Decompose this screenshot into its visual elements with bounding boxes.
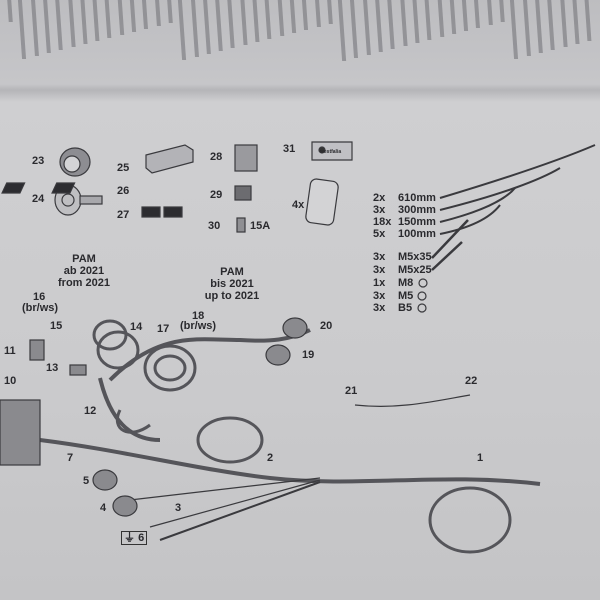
- wire-21-22: [354, 394, 471, 407]
- part-label-21: 21: [345, 385, 358, 397]
- part-label-7: 7: [67, 452, 74, 464]
- part-label-6-ground: ⏚ 6: [121, 531, 148, 545]
- hardware-size: M5: [398, 290, 414, 302]
- part-label-17: 17: [157, 323, 170, 335]
- pam-en-label: up to 2021: [204, 290, 260, 302]
- part-label-4: 4: [100, 502, 107, 514]
- ground-icon: ⏚: [124, 532, 135, 544]
- part-16-color: (br/ws): [22, 302, 59, 314]
- fuse-30-icon: [236, 217, 246, 233]
- part-18-color: (br/ws): [180, 320, 217, 332]
- fuse-rating: 15A: [250, 220, 271, 232]
- part-label-19: 19: [302, 349, 315, 361]
- pam-label: PAM: [220, 266, 244, 278]
- hardware-qty: 3x: [373, 251, 386, 263]
- pam-label: PAM: [72, 253, 96, 265]
- nuts-icon: [417, 278, 428, 313]
- manual-logo: westfalia: [320, 149, 342, 155]
- tie-size: 150mm: [398, 216, 436, 228]
- part-label-20: 20: [320, 320, 333, 332]
- tie-qty: 2x: [373, 192, 386, 204]
- part-label-14: 14: [130, 321, 143, 333]
- tie-qty: 18x: [373, 216, 392, 228]
- pam-from-2021-note: PAM ab 2021 from 2021: [58, 253, 110, 289]
- part-label-30: 30: [208, 220, 221, 232]
- part-label-24: 24: [32, 193, 45, 205]
- pam-de-label: ab 2021: [63, 265, 105, 277]
- pads-27-icon: [141, 206, 183, 218]
- part-label-11: 11: [4, 345, 16, 357]
- pam-de-label: bis 2021: [210, 278, 254, 290]
- relay-holder-28-icon: [234, 144, 258, 172]
- part-label-1: 1: [477, 452, 484, 464]
- harness-loops: [92, 319, 512, 554]
- hardware-size: M5x35: [398, 251, 432, 263]
- hardware-qty: 3x: [373, 302, 386, 314]
- part-label-12: 12: [84, 405, 97, 417]
- main-harness: [39, 328, 541, 486]
- part-label-26: 26: [117, 185, 130, 197]
- module-25-icon: [145, 144, 194, 174]
- part-6-number: 6: [138, 532, 145, 544]
- part-label-28: 28: [210, 151, 223, 163]
- hardware-size: B5: [398, 302, 413, 314]
- part-label-15: 15: [50, 320, 63, 332]
- relay-29-icon: [234, 185, 252, 201]
- hardware-qty: 3x: [373, 290, 386, 302]
- hardware-size: M5x25: [398, 264, 432, 276]
- part-label-31: 31: [283, 143, 296, 155]
- part-label-18: 18: [192, 310, 205, 322]
- hardware-size: M8: [398, 277, 414, 289]
- part-label-27: 27: [117, 209, 130, 221]
- hardware-qty: 3x: [373, 264, 386, 276]
- part-label-16: 16: [33, 291, 46, 303]
- part-label-2: 2: [267, 452, 274, 464]
- pam-up-to-2021-note: PAM bis 2021 up to 2021: [205, 266, 259, 302]
- manual-book-31-icon: [311, 141, 353, 161]
- tie-size: 300mm: [398, 204, 436, 216]
- adhesive-pad-icon: [305, 178, 339, 226]
- pam-en-label: from 2021: [58, 277, 110, 289]
- part-label-25: 25: [117, 162, 130, 174]
- socket-23-icon: [59, 147, 91, 177]
- part-label-5: 5: [83, 475, 90, 487]
- tie-size: 100mm: [398, 228, 436, 240]
- part-label-10: 10: [4, 375, 17, 387]
- connectors-icon: [0, 317, 308, 517]
- harness-branch-3: [129, 477, 321, 541]
- cable-ties-icon: [439, 144, 596, 235]
- part-label-13: 13: [46, 362, 59, 374]
- part-label-23: 23: [32, 155, 45, 167]
- pads-26-icon: [1, 182, 76, 194]
- tie-qty: 5x: [373, 228, 386, 240]
- tie-size: 610mm: [398, 192, 436, 204]
- part-label-29: 29: [210, 189, 223, 201]
- pads-quantity: 4x: [292, 199, 305, 211]
- part-label-22: 22: [465, 375, 478, 387]
- hardware-qty: 1x: [373, 277, 386, 289]
- part-label-3: 3: [175, 502, 182, 514]
- tie-qty: 3x: [373, 204, 386, 216]
- screws-icon: [431, 219, 469, 271]
